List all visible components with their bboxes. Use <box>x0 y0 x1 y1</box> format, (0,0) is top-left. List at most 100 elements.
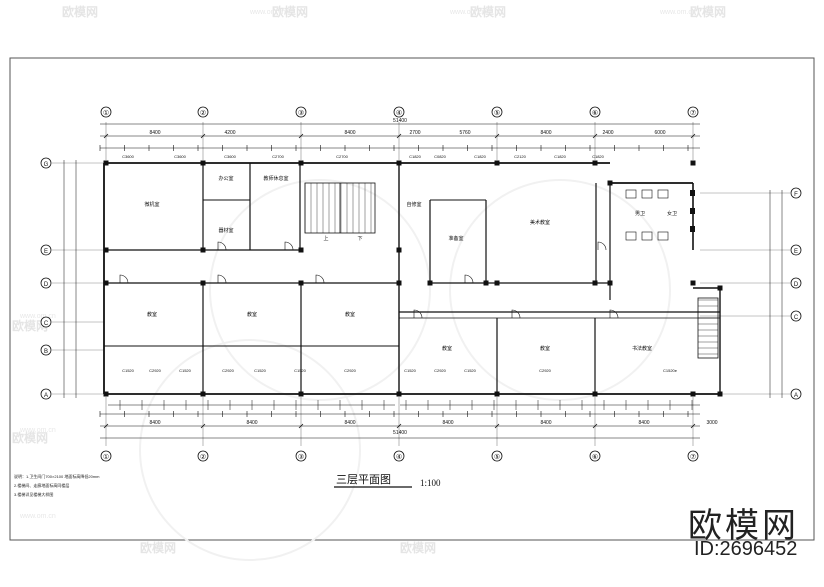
stair-outline-right <box>697 297 719 359</box>
grid-bubble-bottom <box>295 450 307 462</box>
grid-bubble-top <box>393 106 405 118</box>
grid-label-top: ② <box>200 109 206 117</box>
grid-bubble-top <box>687 106 699 118</box>
window-tag-top: C1820 <box>409 154 422 159</box>
drawing-title: 三层平面图 <box>336 473 391 486</box>
grid-label-bottom: ② <box>200 453 206 461</box>
window-tag-bottom: C1520 <box>179 368 192 373</box>
watermark-url: www.om.cn <box>19 313 56 320</box>
dim-tick <box>200 133 206 139</box>
door-swing <box>609 309 619 319</box>
dim-tick <box>690 133 696 139</box>
watermark-url: www.om.cn <box>249 9 286 16</box>
column <box>200 247 206 253</box>
grid-label-top: ⑥ <box>592 109 598 117</box>
grid-label-left: E <box>44 249 48 255</box>
column <box>427 280 433 286</box>
window-tag-top: C3600 <box>122 154 135 159</box>
column <box>592 391 598 397</box>
note-line-1: 说明：1.卫生间门700×2100 地面标高降低20mm <box>14 473 100 479</box>
window-tag-bottom: C2920 <box>539 368 552 373</box>
brand-logo-text: 欧模网 <box>688 507 799 545</box>
watermark-text: 欧模网 <box>12 318 48 333</box>
window-tag-bottom: C1520 <box>122 368 135 373</box>
room-label: 微机室 <box>144 201 159 208</box>
toilet-stall <box>625 231 637 241</box>
column <box>717 285 723 291</box>
grid-label-left: C <box>44 321 49 327</box>
fixture <box>690 226 695 232</box>
grid-bubble-top <box>197 106 209 118</box>
window-tag-bottom: C1520e <box>663 368 678 373</box>
window-tag-bottom: C2920 <box>434 368 447 373</box>
grid-label-right: E <box>794 249 798 255</box>
dim-text-top: 5760 <box>459 130 470 136</box>
room-label: 上 <box>323 235 328 242</box>
room-label: 器材室 <box>218 227 233 234</box>
door-swing <box>511 309 521 319</box>
dim-text-top: 8400 <box>149 130 160 136</box>
column <box>103 391 109 397</box>
room-label: 下 <box>357 236 362 242</box>
watermark-text: 欧模网 <box>400 540 436 555</box>
dim-tick <box>690 423 696 429</box>
column <box>592 160 598 166</box>
room-label: 男卫 <box>635 211 645 217</box>
note-line-3: 3.楼梯详见楼梯大样图 <box>14 491 53 497</box>
grid-label-bottom: ③ <box>298 453 304 461</box>
dim-tick <box>396 133 402 139</box>
window-tag-top: C0820 <box>434 154 447 159</box>
column <box>607 180 613 186</box>
dim-text-bottom: 8400 <box>149 420 160 426</box>
grid-bubble-left <box>40 316 52 328</box>
dim-tick <box>103 423 109 429</box>
grid-bubble-left <box>40 157 52 169</box>
dim-tick <box>592 423 598 429</box>
dim-text-bottom: 8400 <box>344 420 355 426</box>
watermark-text: 欧模网 <box>140 540 176 555</box>
column <box>200 391 206 397</box>
dim-text-bottom: 8400 <box>540 420 551 426</box>
grid-bubble-bottom <box>393 450 405 462</box>
column <box>396 280 402 286</box>
column <box>200 160 206 166</box>
toilet-stall <box>641 189 653 199</box>
grid-label-top: ① <box>103 109 109 117</box>
grid-bubble-right <box>790 388 802 400</box>
grid-label-top: ⑦ <box>690 109 696 117</box>
watermark-url: www.om.cn <box>449 9 486 16</box>
dim-text-top: 6000 <box>654 130 665 136</box>
grid-bubble-left <box>40 244 52 256</box>
dim-tick <box>396 423 402 429</box>
grid-bubble-top <box>295 106 307 118</box>
window-tag-top: C2700 <box>272 154 285 159</box>
grid-label-top: ⑤ <box>494 109 500 117</box>
dim-text-top: 8400 <box>540 130 551 136</box>
toilet-stall <box>657 231 669 241</box>
column <box>396 391 402 397</box>
grid-label-bottom: ① <box>103 453 109 461</box>
room-label: 教室 <box>540 345 550 352</box>
room-label: 书法教室 <box>632 345 652 352</box>
grid-bubble-right <box>790 277 802 289</box>
grid-label-right: D <box>794 282 799 288</box>
room-label: 美术教室 <box>530 219 550 226</box>
column <box>298 391 304 397</box>
window-tag-bottom: C2920 <box>222 368 235 373</box>
window-tag-top: C1820 <box>474 154 487 159</box>
watermark-url: www.om.cn <box>19 427 56 434</box>
toilet-stall <box>625 189 637 199</box>
room-label: 办公室 <box>218 175 233 182</box>
grid-label-right: A <box>794 393 798 399</box>
dim-tick <box>494 133 500 139</box>
grid-label-bottom: ⑥ <box>592 453 598 461</box>
dim-tick <box>494 423 500 429</box>
grid-label-left: B <box>44 349 48 355</box>
grid-label-bottom: ⑤ <box>494 453 500 461</box>
watermark-text: 欧模网 <box>62 4 98 19</box>
dim-text-bottom: 3000 <box>706 420 717 426</box>
column <box>103 280 109 286</box>
grid-bubble-left <box>40 344 52 356</box>
